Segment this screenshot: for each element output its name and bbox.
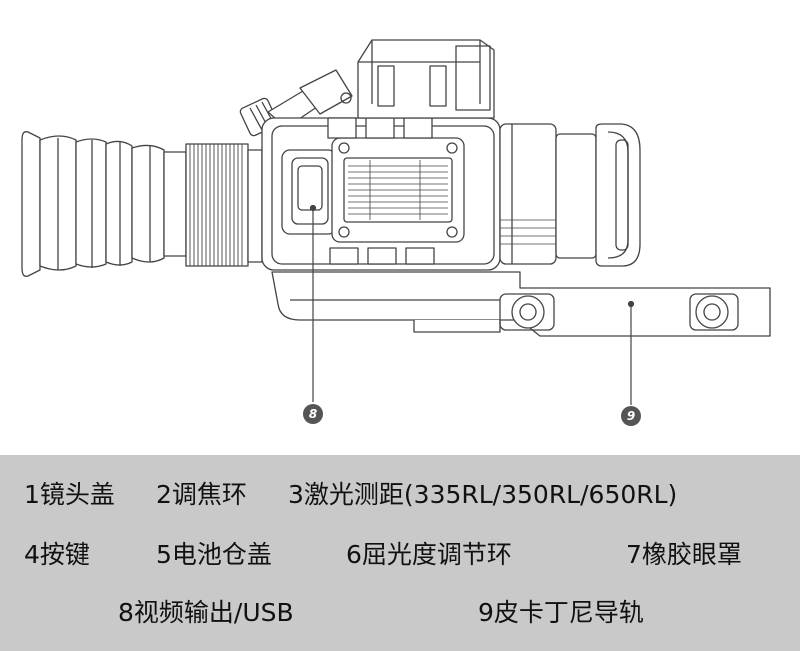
- callout-8-marker: 8: [303, 404, 323, 424]
- callout-8-number: 8: [309, 407, 317, 421]
- picatinny-rail-mount: [271, 271, 771, 337]
- callout-9-marker: 9: [621, 406, 641, 426]
- main-body: [261, 117, 501, 271]
- legend-item-lens-cap: 1镜头盖: [24, 480, 115, 509]
- legend-row-1: 1镜头盖 2调焦环 3激光测距(335RL/350RL/650RL): [0, 475, 800, 515]
- legend-item-laser-rangefinder: 3激光测距(335RL/350RL/650RL): [288, 480, 678, 509]
- legend-row-2: 4按键 5电池仓盖 6屈光度调节环 7橡胶眼罩: [0, 535, 800, 575]
- eyecup: [21, 131, 187, 277]
- laser-rangefinder-module: [357, 39, 495, 119]
- legend-item-buttons: 4按键: [24, 540, 90, 569]
- diopter-ring: [185, 143, 263, 267]
- device-line-drawing: 8 9: [21, 39, 771, 426]
- callout-9-number: 9: [627, 409, 635, 423]
- parts-legend: 1镜头盖 2调焦环 3激光测距(335RL/350RL/650RL) 4按键 5…: [0, 455, 800, 651]
- legend-row-3: 8视频输出/USB 9皮卡丁尼导轨: [0, 593, 800, 633]
- legend-item-picatinny-rail: 9皮卡丁尼导轨: [478, 598, 644, 627]
- objective-lens: [499, 123, 641, 267]
- legend-item-battery-cover: 5电池仓盖: [156, 540, 272, 569]
- legend-item-rubber-eyecup: 7橡胶眼罩: [626, 540, 742, 569]
- legend-item-video-usb: 8视频输出/USB: [118, 598, 294, 627]
- legend-item-diopter-ring: 6屈光度调节环: [346, 540, 512, 569]
- legend-item-focus-ring: 2调焦环: [156, 480, 247, 509]
